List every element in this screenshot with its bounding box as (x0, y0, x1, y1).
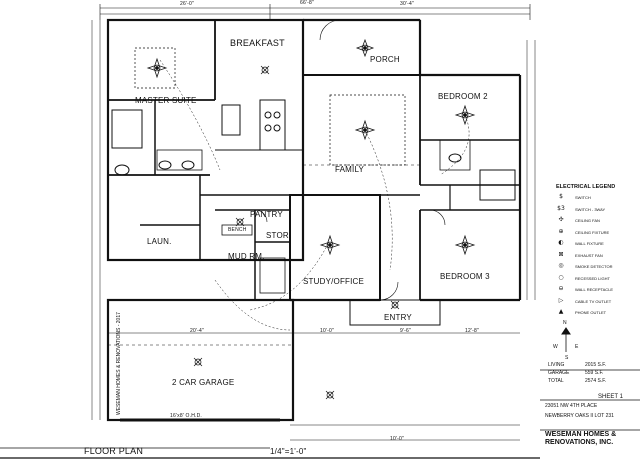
room-porch-label: PORCH (370, 55, 400, 64)
room-study-label: STUDY/OFFICE (303, 277, 365, 286)
room-breakfast-label: BREAKFAST (230, 38, 285, 48)
legend-symbol: ⊕ (558, 227, 564, 235)
legend-item: WALL FIXTURE (575, 241, 604, 246)
room-stor-label: STOR (266, 231, 289, 240)
area-label: LIVING (548, 362, 565, 368)
legend-symbol: ⊠ (558, 250, 564, 258)
legend-symbol: ◎ (558, 262, 564, 269)
legend-item: EXHAUST FAN (575, 252, 603, 258)
legend-item: RECESSED LIGHT (575, 275, 610, 281)
project-lot: NEWBERRY OAKS II LOT 231 (545, 413, 614, 419)
room-garage-label: 2 CAR GARAGE (172, 378, 235, 387)
room-bedroom2-label: BEDROOM 2 (438, 92, 488, 101)
room-laundry-label: LAUN. (147, 237, 172, 246)
room-mud-label: MUD RM. (228, 252, 265, 261)
area-value: 559 S.F. (585, 370, 604, 376)
compass-n: N (563, 320, 567, 326)
compass-e: E (575, 344, 579, 350)
legend-item: CEILING FIXTURE (575, 229, 610, 235)
room-bedroom3-label: BEDROOM 3 (440, 272, 490, 281)
legend-symbol: ▲ (558, 308, 564, 315)
legend-item: WALL RECEPTACLE (575, 287, 614, 292)
dim-garage-door: 16'x8' O.H.D. (170, 413, 203, 419)
project-address: 23051 NW 4TH PLACE (545, 403, 598, 409)
legend-symbol: ▷ (558, 296, 564, 304)
area-label: TOTAL (548, 378, 564, 384)
bench-label: BENCH (228, 227, 247, 233)
legend-symbol: ◐ (558, 239, 564, 246)
sheet-number: SHEET 1 (598, 394, 623, 400)
legend-item: CABLE TV OUTLET (575, 298, 612, 304)
company-name-line2: RENOVATIONS, INC. (545, 439, 614, 446)
side-company-text: WESEMAN HOMES & RENOVATIONS - 2017 (116, 312, 122, 415)
legend-symbol: $ (559, 193, 563, 200)
legend-symbol: ✣ (558, 216, 564, 223)
room-family-label: FAMILY (335, 165, 365, 174)
legend-symbol: ○ (558, 273, 564, 281)
legend-symbol: $3 (557, 204, 565, 212)
dim-top-right: 30'-4" (400, 1, 414, 7)
dim-a: 20'-4" (190, 328, 204, 334)
legend-item: PHONE OUTLET (575, 310, 607, 315)
room-master-suite-label: MASTER SUITE (135, 96, 197, 105)
dim-top-left: 26'-0" (180, 1, 194, 7)
area-value: 2574 S.F. (585, 378, 607, 384)
legend-item: SWITCH (575, 195, 591, 200)
compass-w: W (553, 344, 558, 350)
dim-top-total: 66'-8" (300, 0, 314, 6)
legend-item: CEILING FAN (575, 218, 600, 223)
dim-d: 12'-8" (465, 328, 479, 334)
room-entry-label: ENTRY (384, 313, 412, 322)
legend-item: SWITCH - 3WAY (575, 206, 606, 212)
ceiling-fan-icon (146, 38, 476, 256)
dim-e: 10'-0" (390, 436, 404, 442)
area-value: 2015 S.F. (585, 362, 607, 368)
dim-b: 10'-0" (320, 328, 334, 334)
dim-c: 9'-6" (400, 328, 411, 334)
floor-plan-title: FLOOR PLAN (84, 446, 144, 456)
legend-item: SMOKE DETECTOR (575, 264, 613, 269)
legend-symbol: ⊖ (558, 285, 564, 292)
drawing-scale: 1/4"=1'-0" (270, 447, 307, 456)
legend-title: ELECTRICAL LEGEND (556, 184, 616, 190)
compass-s: S (565, 355, 569, 361)
company-name-line1: WESEMAN HOMES & (545, 431, 617, 438)
area-label: GARAGE (548, 370, 570, 376)
room-pantry-label: PANTRY (250, 210, 283, 219)
